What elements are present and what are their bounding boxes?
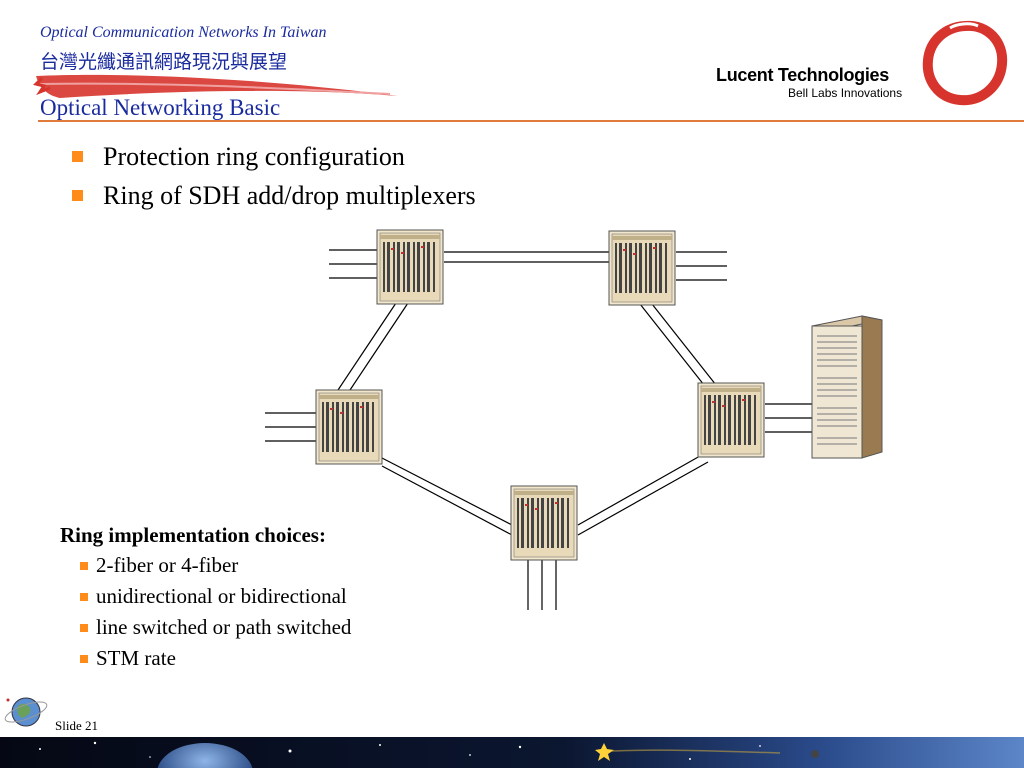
choice-text: STM rate	[96, 646, 176, 670]
bullet-square-icon	[72, 190, 83, 201]
bullet-square-icon	[80, 654, 88, 663]
brand-tagline: Bell Labs Innovations	[788, 86, 903, 100]
list-item: Ring of SDH add/drop multiplexers	[72, 176, 476, 215]
ring-choices: Ring implementation choices: 2-fiber or …	[60, 520, 351, 674]
header-subtitle-zh: 台灣光纖通訊網路現況與展望	[40, 52, 288, 73]
bullet-square-icon	[80, 623, 88, 632]
choice-text: line switched or path switched	[96, 615, 352, 639]
header-subtitle-en: Optical Communication Networks In Taiwan	[40, 24, 327, 41]
bullet-text: Ring of SDH add/drop multiplexers	[103, 181, 476, 210]
choices-title: Ring implementation choices:	[60, 523, 326, 547]
page-title: Optical Networking Basic	[40, 95, 281, 120]
bullet-square-icon	[80, 561, 88, 570]
choices-list: 2-fiber or 4-fiber unidirectional or bid…	[60, 550, 351, 674]
header-divider	[38, 120, 1024, 122]
adm-node-top-right	[608, 230, 676, 306]
server-rack-icon	[811, 315, 883, 459]
adm-node-left	[315, 389, 383, 465]
globe-icon	[4, 697, 48, 727]
bullet-square-icon	[80, 592, 88, 601]
brush-stroke-decoration	[33, 74, 398, 98]
adm-node-right	[697, 382, 765, 458]
brand-name: Lucent Technologies	[716, 65, 889, 85]
list-item: unidirectional or bidirectional	[80, 581, 351, 612]
choice-text: 2-fiber or 4-fiber	[96, 553, 239, 577]
bullet-square-icon	[72, 151, 83, 162]
slide-number: Slide 21	[55, 718, 98, 733]
choice-text: unidirectional or bidirectional	[96, 584, 347, 608]
space-footer-banner	[0, 737, 1024, 768]
list-item: 2-fiber or 4-fiber	[80, 550, 351, 581]
bullet-list: Protection ring configuration Ring of SD…	[72, 137, 476, 215]
list-item: STM rate	[80, 643, 351, 674]
adm-node-top-left	[376, 229, 444, 305]
list-item: line switched or path switched	[80, 612, 351, 643]
list-item: Protection ring configuration	[72, 137, 476, 176]
lucent-ring-logo-icon	[922, 20, 1008, 106]
adm-node-bottom	[510, 485, 578, 561]
bullet-text: Protection ring configuration	[103, 142, 405, 171]
